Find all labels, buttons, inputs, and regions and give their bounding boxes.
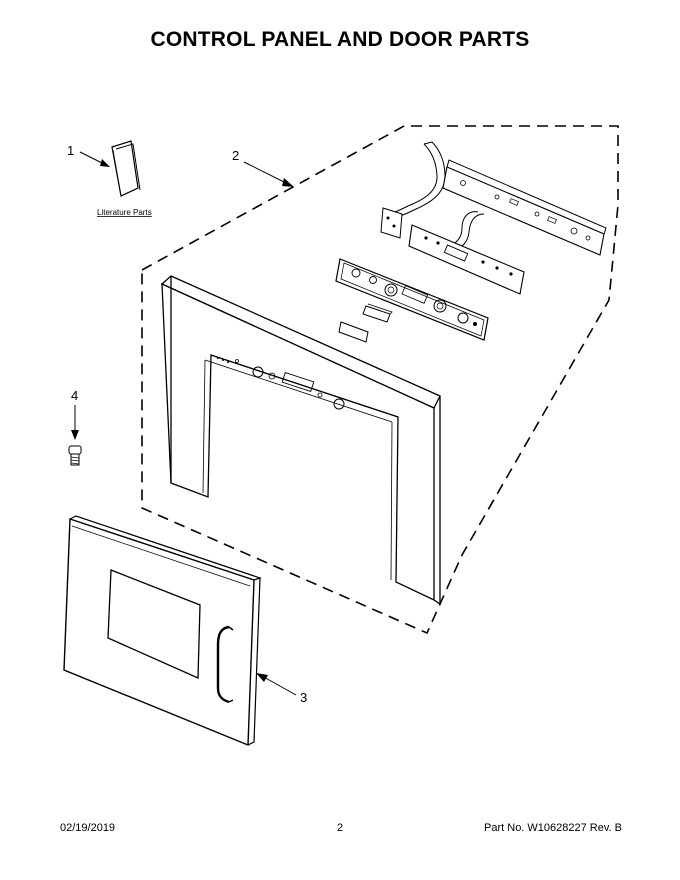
screw xyxy=(68,445,82,466)
leader-arrow-3 xyxy=(256,673,268,682)
control-board-bracket xyxy=(442,159,607,256)
display-window xyxy=(338,321,369,343)
assembly-boundary-dashed xyxy=(141,125,619,635)
page-title: CONTROL PANEL AND DOOR PARTS xyxy=(150,28,530,51)
door-handle xyxy=(216,625,230,704)
footer-date: 02/19/2019 xyxy=(60,822,116,834)
oven-door xyxy=(63,515,262,747)
callout-2: 2 xyxy=(232,148,239,163)
small-control-board xyxy=(380,207,403,239)
footer-page-number: 2 xyxy=(337,822,344,834)
leader-arrow-4 xyxy=(71,430,79,440)
leader-arrow-2 xyxy=(282,178,294,187)
leader-line-2 xyxy=(243,161,291,186)
footer-part-number: Part No. W10628227 Rev. B xyxy=(484,822,622,834)
control-keypad xyxy=(335,258,489,341)
leader-line-3 xyxy=(261,675,297,696)
callout-4: 4 xyxy=(71,388,78,403)
interface-board xyxy=(408,224,525,295)
display-lens xyxy=(362,303,393,323)
literature-booklet xyxy=(111,140,141,197)
leader-arrow-1 xyxy=(100,159,110,167)
callout-1: 1 xyxy=(67,143,74,158)
control-panel-frame xyxy=(160,275,441,606)
wire-harness-upper xyxy=(388,141,446,219)
literature-parts-label: Literature Parts xyxy=(97,208,152,217)
door-window xyxy=(107,569,201,679)
callout-3: 3 xyxy=(300,690,307,705)
